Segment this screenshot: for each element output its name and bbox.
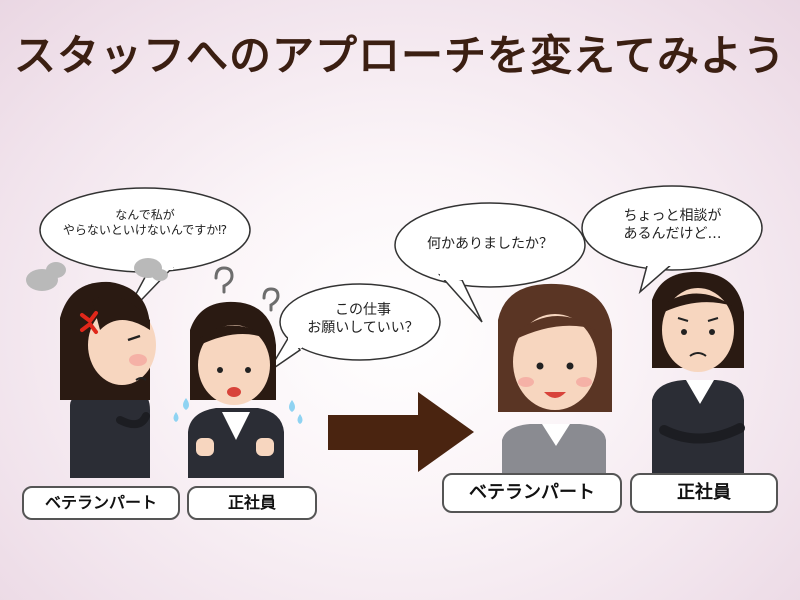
employee-request-text: この仕事 お願いしていい？ bbox=[288, 302, 438, 337]
bubble-employee-consult bbox=[581, 185, 763, 295]
label-employee-before: 正社員 bbox=[187, 486, 317, 520]
employee-request-line-2: お願いしていい？ bbox=[307, 319, 419, 336]
bubble-veteran-complaint bbox=[39, 187, 251, 321]
veteran-complaint-line-1: なんで私が bbox=[115, 208, 175, 222]
employee-consult-line-2: あるんだけど… bbox=[623, 225, 722, 242]
right-arrow-icon bbox=[328, 392, 474, 472]
label-veteran-before: ベテランパート bbox=[22, 486, 180, 520]
smiling-veteran-figure bbox=[498, 283, 612, 478]
angry-veteran-figure bbox=[60, 281, 156, 478]
veteran-complaint-text: なんで私が やらないといけないんですか⁉ bbox=[50, 208, 240, 238]
bubble-employee-request bbox=[267, 283, 441, 373]
sweat-drop-icon bbox=[173, 398, 303, 424]
question-mark-icon bbox=[214, 266, 280, 312]
veteran-friendly-text: 何かありましたか？ bbox=[427, 236, 553, 252]
worried-employee-figure bbox=[652, 271, 745, 478]
veteran-complaint-line-2: やらないといけないんですか⁉ bbox=[62, 223, 228, 237]
label-employee-after: 正社員 bbox=[630, 473, 778, 513]
steam-icon bbox=[26, 258, 168, 291]
employee-consult-text: ちょっと相談が あるんだけど… bbox=[590, 208, 755, 243]
label-veteran-after: ベテランパート bbox=[442, 473, 622, 513]
anger-mark-icon bbox=[80, 311, 98, 334]
page-title: スタッフへのアプローチを変えてみよう bbox=[14, 31, 786, 80]
employee-request-line-1: この仕事 bbox=[335, 302, 391, 318]
employee-consult-line-1: ちょっと相談が bbox=[623, 208, 722, 224]
flustered-employee-figure bbox=[188, 301, 284, 478]
bubble-veteran-friendly bbox=[394, 202, 586, 323]
